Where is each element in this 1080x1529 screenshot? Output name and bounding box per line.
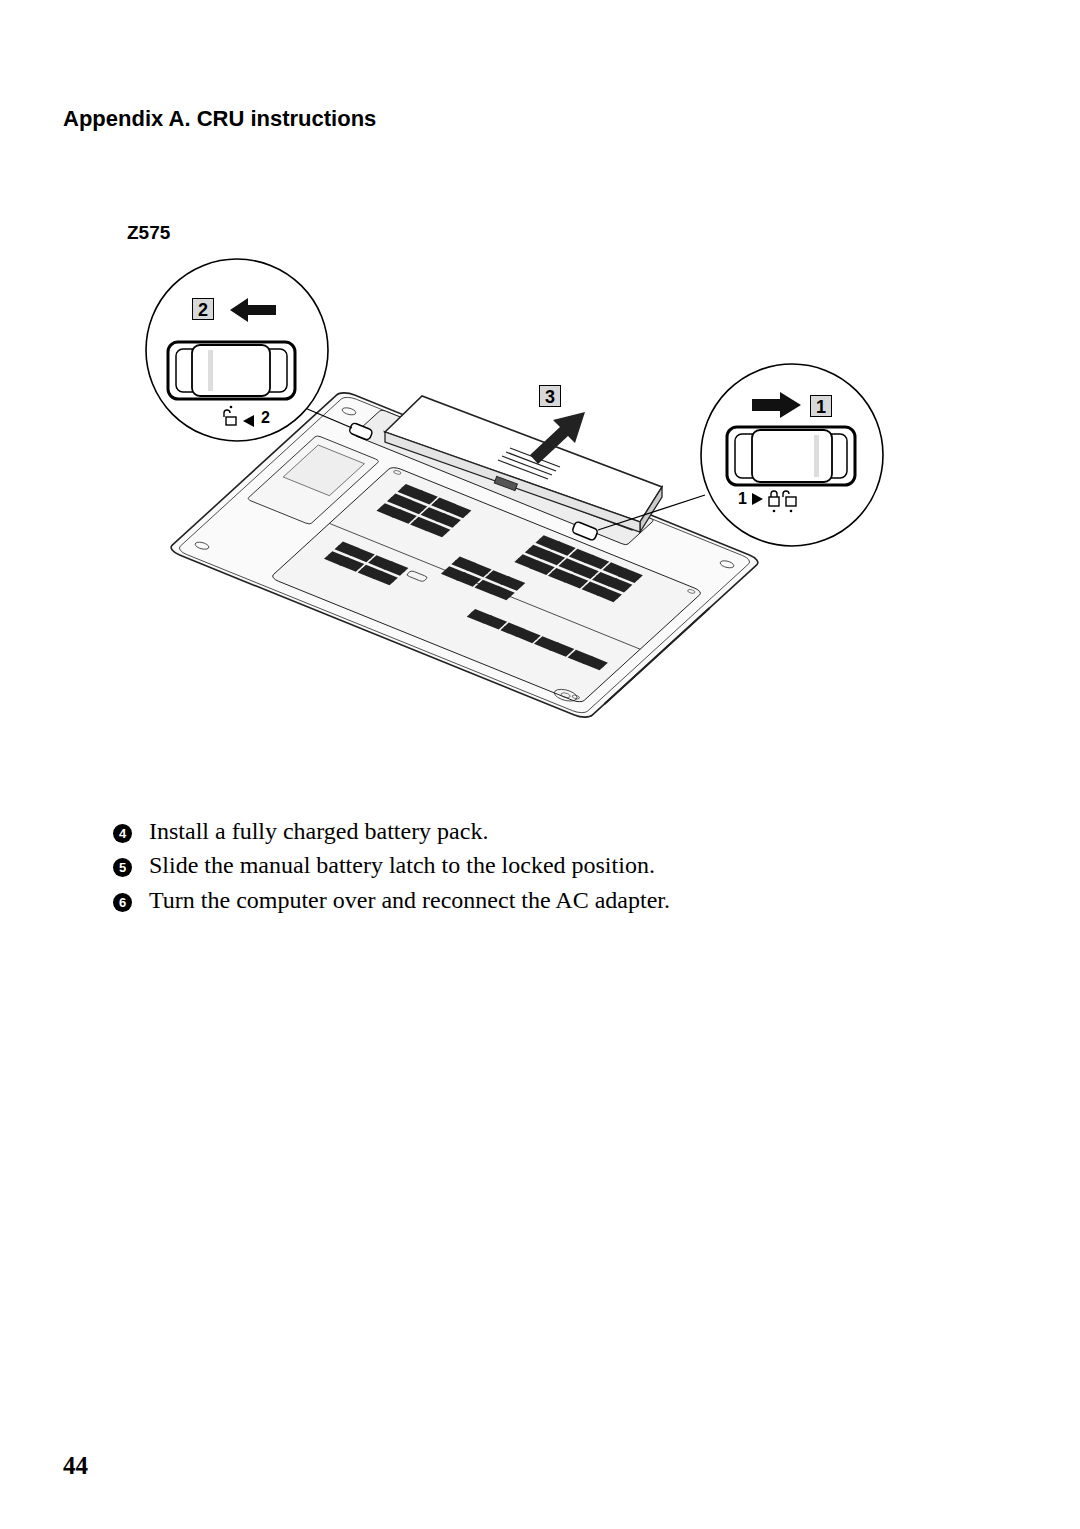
battery-pack bbox=[385, 396, 662, 532]
switch-position-number: 2 bbox=[261, 409, 270, 427]
callout-number: 1 bbox=[810, 395, 832, 417]
step-number: 5 bbox=[113, 858, 132, 877]
page-number: 44 bbox=[63, 1452, 88, 1480]
running-header: Appendix A. CRU instructions bbox=[63, 106, 376, 132]
switch-position-number: 1 bbox=[738, 490, 747, 508]
callout-number: 3 bbox=[539, 385, 561, 407]
step-number: 4 bbox=[113, 824, 132, 843]
step-text: Slide the manual battery latch to the lo… bbox=[149, 852, 655, 879]
callout-number: 2 bbox=[192, 298, 214, 320]
model-name: Z575 bbox=[127, 222, 170, 244]
step-text: Turn the computer over and reconnect the… bbox=[149, 887, 670, 914]
step-number: 6 bbox=[113, 893, 132, 912]
step-text: Install a fully charged battery pack. bbox=[149, 818, 488, 845]
